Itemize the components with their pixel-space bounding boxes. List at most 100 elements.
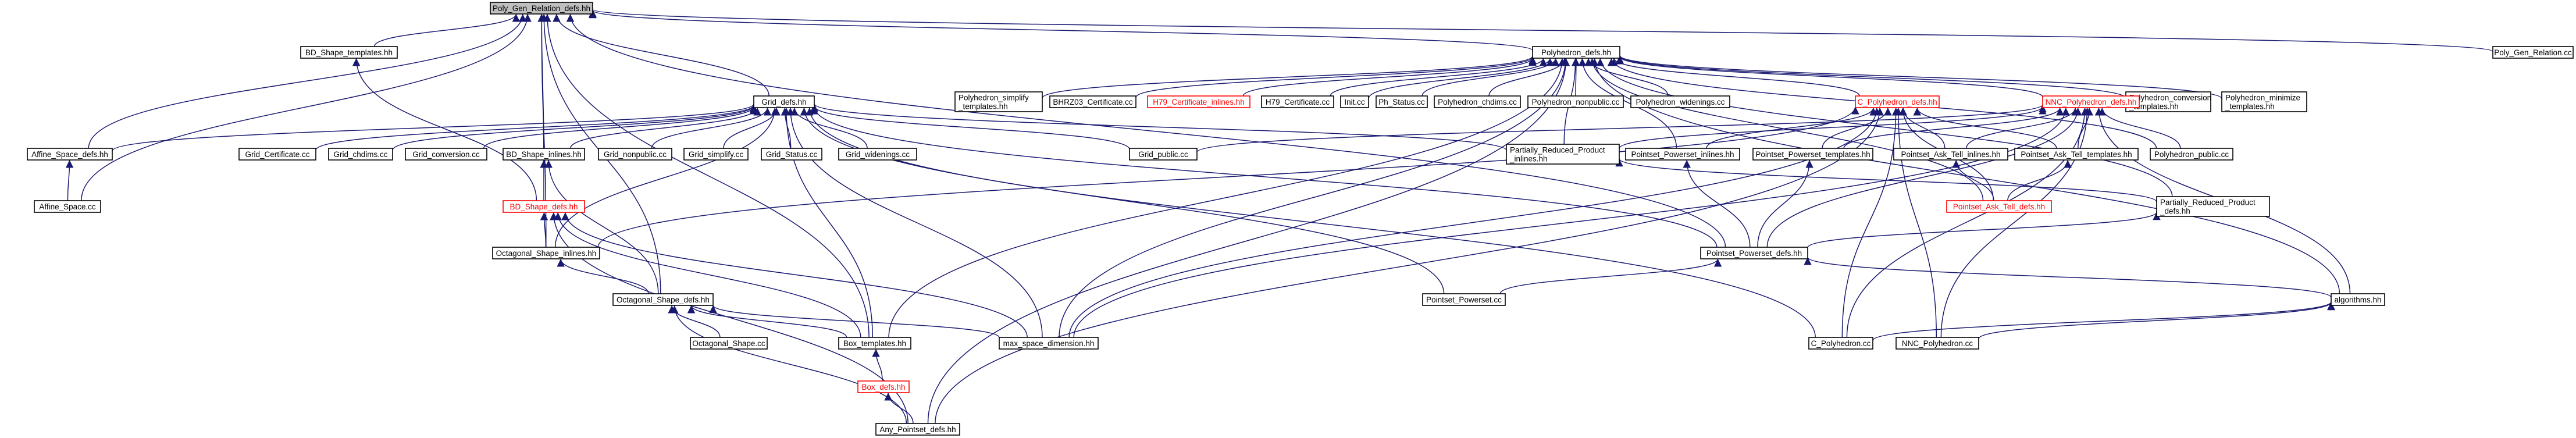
node-affine-cc[interactable]: Affine_Space.cc: [34, 200, 101, 213]
node-label: _defs.hh: [2160, 207, 2190, 216]
node-box: [1261, 95, 1334, 108]
node-label: H79_Certificate_inlines.hh: [1153, 98, 1245, 106]
node-label: C_Polyhedron.cc: [1811, 339, 1871, 348]
node-bd-defs[interactable]: BD_Shape_defs.hh: [503, 200, 585, 213]
edge-bd_inlines-to-oct_defs: [544, 159, 659, 294]
node-label: C_Polyhedron_defs.hh: [1857, 98, 1937, 106]
node-bhrz03[interactable]: BHRZ03_Certificate.cc: [1049, 95, 1136, 108]
node-h79-inlines[interactable]: H79_Certificate_inlines.hh: [1147, 95, 1250, 108]
node-label: Poly_Gen_Relation.cc: [2494, 48, 2572, 57]
node-init-cc[interactable]: Init.cc: [1340, 95, 1369, 108]
node-cpoly-defs[interactable]: C_Polyhedron_defs.hh: [1855, 95, 1940, 108]
node-poly-nonpublic[interactable]: Polyhedron_nonpublic.cc: [1527, 95, 1624, 108]
node-pps-inlines[interactable]: Pointset_Powerset_inlines.hh: [1625, 148, 1740, 161]
node-prp-defs[interactable]: Partially_Reduced_Product_defs.hh: [2156, 196, 2270, 217]
node-box-templates[interactable]: Box_templates.hh: [838, 337, 911, 350]
node-box-defs[interactable]: Box_defs.hh: [857, 380, 910, 393]
node-label: NNC_Polyhedron_defs.hh: [2046, 98, 2137, 106]
edge-grid_defs-to-oct_inlines: [554, 107, 779, 248]
edge-pgr_defs-to-bd_templates: [373, 13, 521, 47]
node-pat-defs[interactable]: Pointset_Ask_Tell_defs.hh: [1946, 200, 2052, 213]
node-poly-widenings[interactable]: Polyhedron_widenings.cc: [1630, 95, 1730, 108]
node-cpoly-cc[interactable]: C_Polyhedron.cc: [1808, 337, 1873, 350]
edge-nncpoly_defs-to-pps_defs: [1766, 107, 2082, 248]
node-poly-conversion[interactable]: Polyhedron_conversion_templates.hh: [2125, 91, 2211, 112]
node-box: [1376, 95, 1428, 108]
node-label: Polyhedron_nonpublic.cc: [1532, 98, 1620, 106]
node-oct-inlines[interactable]: Octagonal_Shape_inlines.hh: [492, 247, 600, 259]
node-box: [690, 337, 768, 350]
node-poly-chdims[interactable]: Polyhedron_chdims.cc: [1434, 95, 1521, 108]
node-label: Polyhedron_defs.hh: [1541, 48, 1611, 57]
node-affine-defs[interactable]: Affine_Space_defs.hh: [27, 148, 113, 161]
node-label: Polyhedron_conversion: [2129, 94, 2211, 102]
node-pgr-cc[interactable]: Poly_Gen_Relation.cc: [2492, 46, 2574, 59]
edge-oct_defs-to-max_space: [709, 305, 1000, 338]
edge-box_defs-to-anyps_defs: [884, 392, 914, 424]
node-nncpoly-defs[interactable]: NNC_Polyhedron_defs.hh: [2042, 95, 2140, 108]
edge-layer: [65, 9, 2493, 424]
node-box: [683, 148, 749, 161]
node-ph-status[interactable]: Ph_Status.cc: [1376, 95, 1428, 108]
node-grid-simplify[interactable]: Grid_simplify.cc: [683, 148, 749, 161]
node-grid-cert[interactable]: Grid_Certificate.cc: [238, 148, 316, 161]
node-box: [761, 148, 822, 161]
edge-pgr_defs-to-poly_defs: [589, 10, 1533, 51]
node-box: [838, 148, 917, 161]
node-grid-public[interactable]: Grid_public.cc: [1129, 148, 1198, 161]
node-pgr-defs[interactable]: Poly_Gen_Relation_defs.hh: [490, 2, 593, 15]
node-box: [1946, 200, 2052, 213]
node-pps-defs[interactable]: Pointset_Powerset_defs.hh: [1700, 247, 1808, 259]
node-label: Grid_Status.cc: [766, 150, 818, 159]
node-box: [34, 200, 101, 213]
node-grid-conversion[interactable]: Grid_conversion.cc: [405, 148, 487, 161]
node-poly-public[interactable]: Polyhedron_public.cc: [2150, 148, 2233, 161]
node-pat-inlines[interactable]: Pointset_Ask_Tell_inlines.hh: [1893, 148, 2008, 161]
edge-grid_defs-to-affine_defs: [112, 104, 758, 152]
node-poly-defs[interactable]: Polyhedron_defs.hh: [1532, 46, 1620, 59]
node-max-space[interactable]: max_space_dimension.hh: [999, 337, 1099, 350]
edge-poly_defs-to-bhrz03: [1135, 56, 1537, 98]
node-label: Octagonal_Shape_defs.hh: [617, 295, 710, 304]
node-box: [2492, 46, 2574, 59]
node-grid-status[interactable]: Grid_Status.cc: [761, 148, 822, 161]
node-box: [1630, 95, 1730, 108]
node-box: [612, 293, 714, 306]
node-label: algorithms.hh: [2334, 295, 2381, 304]
node-nncpoly-cc[interactable]: NNC_Polyhedron.cc: [1896, 337, 1979, 350]
edge-prp_defs-to-pps_defs: [1807, 212, 2161, 248]
node-oct-defs[interactable]: Octagonal_Shape_defs.hh: [612, 293, 714, 306]
edge-grid_defs-to-prp_inlines: [810, 103, 1507, 151]
node-algorithms[interactable]: algorithms.hh: [2331, 293, 2385, 306]
node-label: _inlines.hh: [1509, 155, 1548, 163]
node-pat-templates[interactable]: Pointset_Ask_Tell_templates.hh: [2014, 148, 2139, 161]
node-grid-chdims[interactable]: Grid_chdims.cc: [328, 148, 393, 161]
node-label: Polyhedron_chdims.cc: [1438, 98, 1517, 106]
node-box: [492, 247, 600, 259]
node-bd-templates[interactable]: BD_Shape_templates.hh: [300, 46, 398, 59]
node-grid-widenings[interactable]: Grid_widenings.cc: [838, 148, 917, 161]
node-pps-templates[interactable]: Pointset_Powerset_templates.hh: [1752, 148, 1873, 161]
node-box: [1532, 46, 1620, 59]
edge-poly_defs-to-h79_cc: [1330, 58, 1548, 97]
node-label: Grid_chdims.cc: [333, 150, 387, 159]
node-anyps-defs[interactable]: Any_Pointset_defs.hh: [875, 423, 960, 436]
edge-poly_defs-to-anyps_defs: [927, 58, 1570, 424]
edge-bd_defs-to-oct_inlines: [540, 212, 548, 248]
edge-cpoly_defs-to-anyps_defs: [935, 107, 1884, 424]
node-bd-inlines[interactable]: BD_Shape_inlines.hh: [503, 148, 585, 161]
node-oct-cc[interactable]: Octagonal_Shape.cc: [690, 337, 768, 350]
edge-grid_defs-to-grid_status: [781, 107, 792, 149]
edge-poly_defs-to-nncpoly_defs: [1616, 56, 2043, 98]
node-poly-minimize[interactable]: Polyhedron_minimize_templates.hh: [2221, 91, 2307, 112]
node-grid-defs[interactable]: Grid_defs.hh: [753, 95, 815, 108]
node-box: [27, 148, 113, 161]
edge-nncpoly_defs-to-grid_public: [1196, 104, 2047, 153]
node-h79-cc[interactable]: H79_Certificate.cc: [1261, 95, 1334, 108]
node-prp-inlines[interactable]: Partially_Reduced_Product_inlines.hh: [1506, 144, 1620, 165]
node-label: Grid_widenings.cc: [846, 150, 910, 159]
node-pps-cc[interactable]: Pointset_Powerset.cc: [1422, 293, 1506, 306]
node-grid-nonpublic[interactable]: Grid_nonpublic.cc: [598, 148, 672, 161]
node-poly-simplify[interactable]: Polyhedron_simplify_templates.hh: [954, 91, 1043, 112]
edge-nncpoly_defs-to-cpoly_cc: [1846, 107, 2089, 338]
